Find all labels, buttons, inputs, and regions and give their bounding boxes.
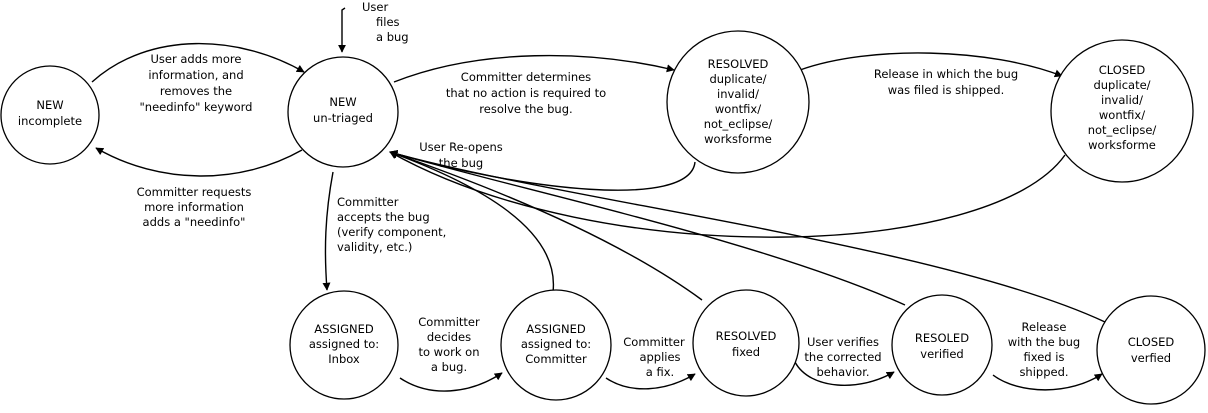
edge-resoled-verified-reopen: [389, 150, 906, 306]
state-new-untriaged: [287, 56, 399, 168]
edge-inbox-to-committer: [399, 372, 503, 392]
edge-resolved-fixed-reopen: [389, 150, 703, 301]
state-new-incomplete: [0, 65, 100, 165]
edge-incomplete-to-untriaged: [91, 42, 305, 83]
edge-committer-to-fixed: [605, 373, 696, 390]
edge-verified-to-closed: [992, 373, 1103, 391]
states: [0, 30, 1206, 405]
state-closed-verfied: [1096, 295, 1206, 405]
edge-user-files-bug: [338, 7, 346, 53]
edge-closed-reopen: [389, 151, 1066, 238]
edge-untriaged-to-incomplete: [95, 147, 303, 177]
edges: [91, 7, 1106, 392]
state-resolved-fixed: [692, 289, 800, 397]
edge-fixed-to-verified: [794, 361, 895, 386]
edge-closed-verfied-reopen: [389, 150, 1106, 323]
state-closed-top: [1050, 39, 1194, 183]
edge-untriaged-to-resolved: [393, 54, 675, 83]
edge-resolved-to-closed: [799, 52, 1063, 78]
state-assigned-committer: [500, 289, 612, 401]
state-assigned-inbox: [289, 290, 399, 400]
edge-assigned-committer-reopen: [389, 150, 555, 293]
edge-untriaged-to-assigned: [322, 171, 334, 291]
state-resolved-top: [666, 30, 810, 174]
state-resoled-verified: [891, 294, 993, 396]
